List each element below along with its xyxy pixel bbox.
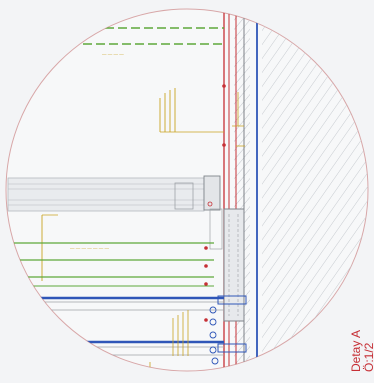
marker-dot (204, 246, 208, 250)
annotation-text: — — — — (102, 52, 124, 57)
marker-dot (204, 264, 208, 268)
glass-panel (7, 177, 205, 212)
frame-profile (203, 175, 221, 211)
screw (209, 306, 217, 314)
wall-hatch (262, 9, 368, 371)
frame-profile (174, 182, 194, 210)
screw (209, 346, 217, 354)
screw (209, 331, 217, 339)
anchor-plate (217, 295, 247, 305)
detail-scale: Ö:1/2 (362, 342, 374, 372)
detail-title-block: Detay A Ö:1/2 (349, 330, 374, 372)
marker-dot (222, 84, 226, 88)
screw (211, 357, 219, 365)
marker-dot (204, 282, 208, 286)
screw (209, 318, 217, 326)
gasket (209, 208, 223, 250)
anchor-plate (217, 343, 247, 353)
marker-dot (222, 143, 226, 147)
annotation-text: — — — — — — — (70, 246, 110, 251)
fastener (207, 201, 213, 207)
marker-dot (204, 318, 208, 322)
